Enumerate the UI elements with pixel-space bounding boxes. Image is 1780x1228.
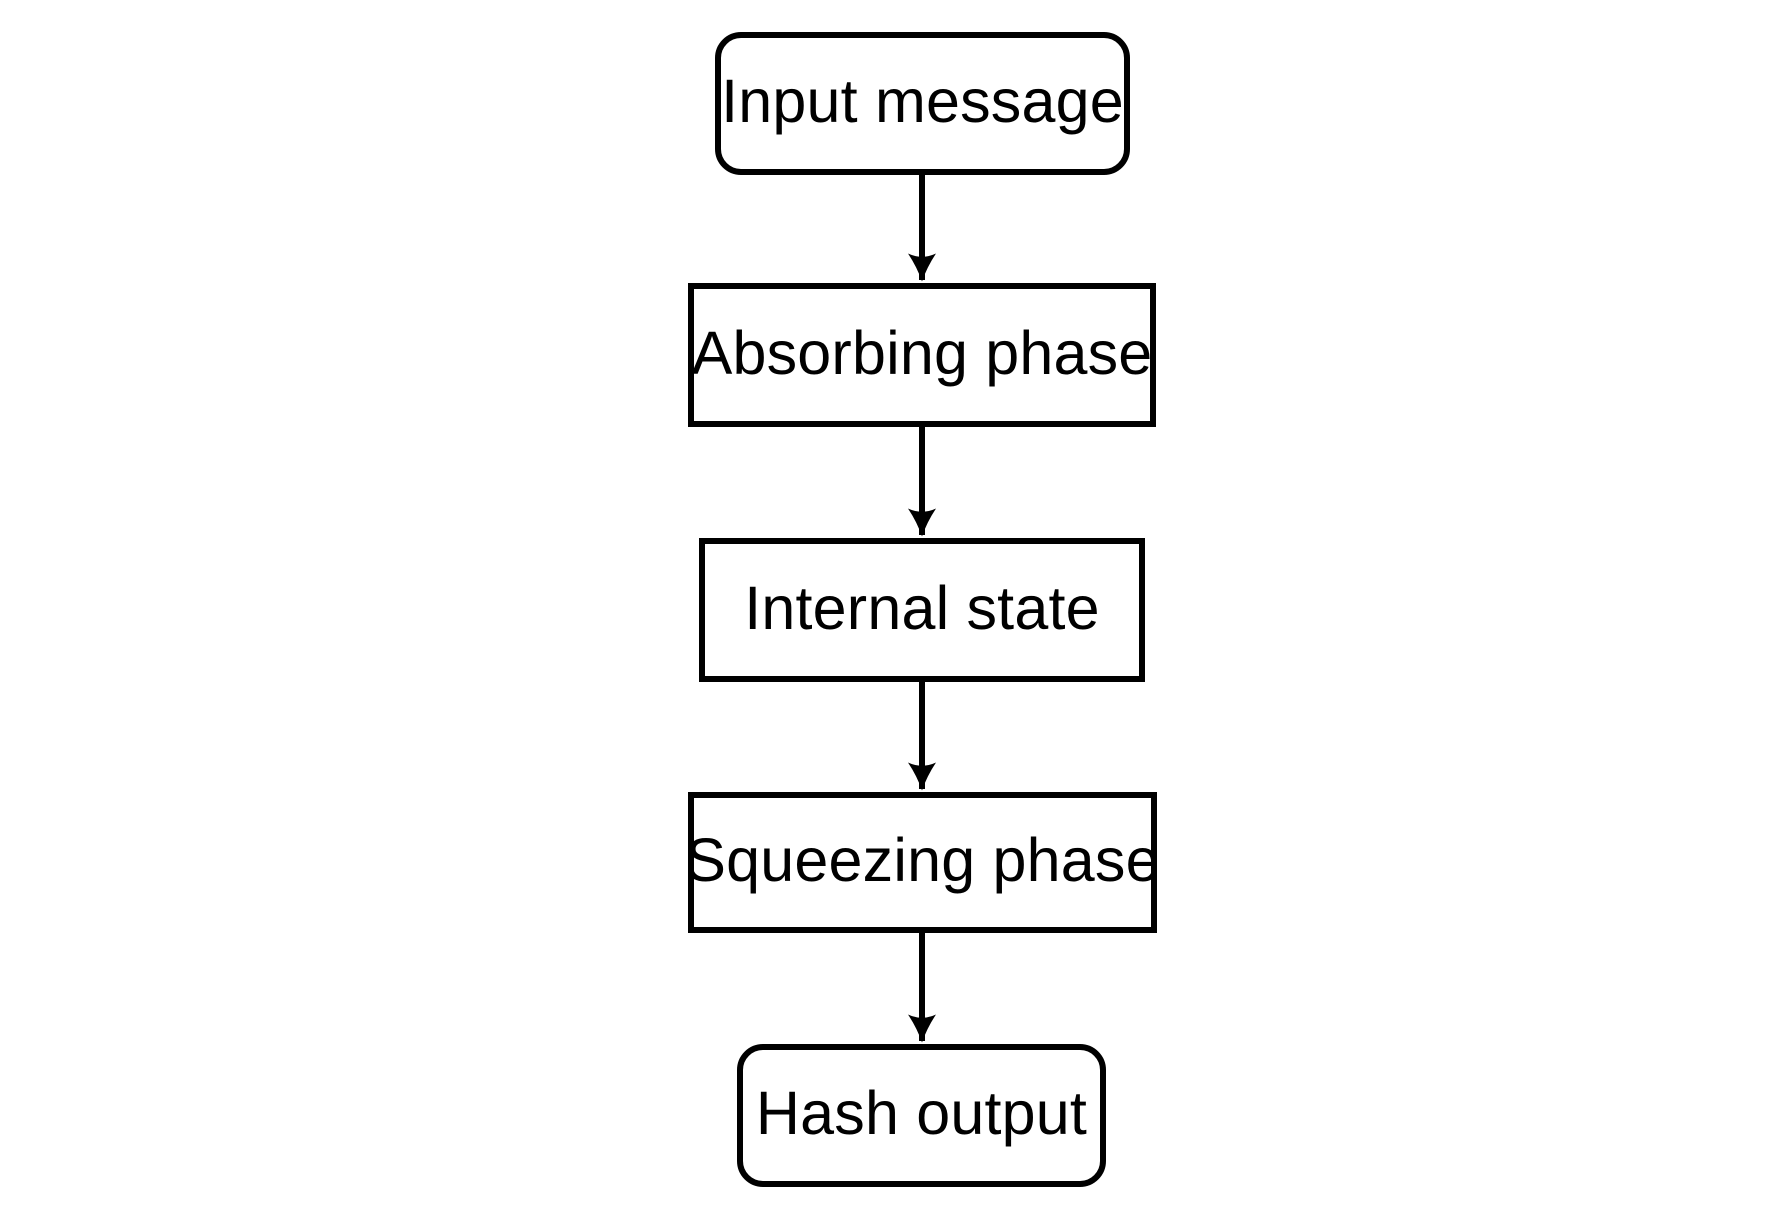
- node-hash-output[interactable]: Hash output: [737, 1044, 1106, 1187]
- node-squeezing-phase[interactable]: Squeezing phase: [685, 792, 1160, 933]
- node-internal-state[interactable]: Internal state: [699, 538, 1145, 682]
- node-label-input-message: Input message: [721, 67, 1124, 135]
- node-label-squeezing-phase: Squeezing phase: [685, 826, 1160, 894]
- node-label-absorbing-phase: Absorbing phase: [691, 318, 1153, 387]
- node-label-hash-output: Hash output: [755, 1079, 1088, 1147]
- node-label-internal-state: Internal state: [744, 573, 1100, 642]
- node-input-message[interactable]: Input message: [715, 32, 1130, 175]
- node-absorbing-phase[interactable]: Absorbing phase: [688, 283, 1156, 427]
